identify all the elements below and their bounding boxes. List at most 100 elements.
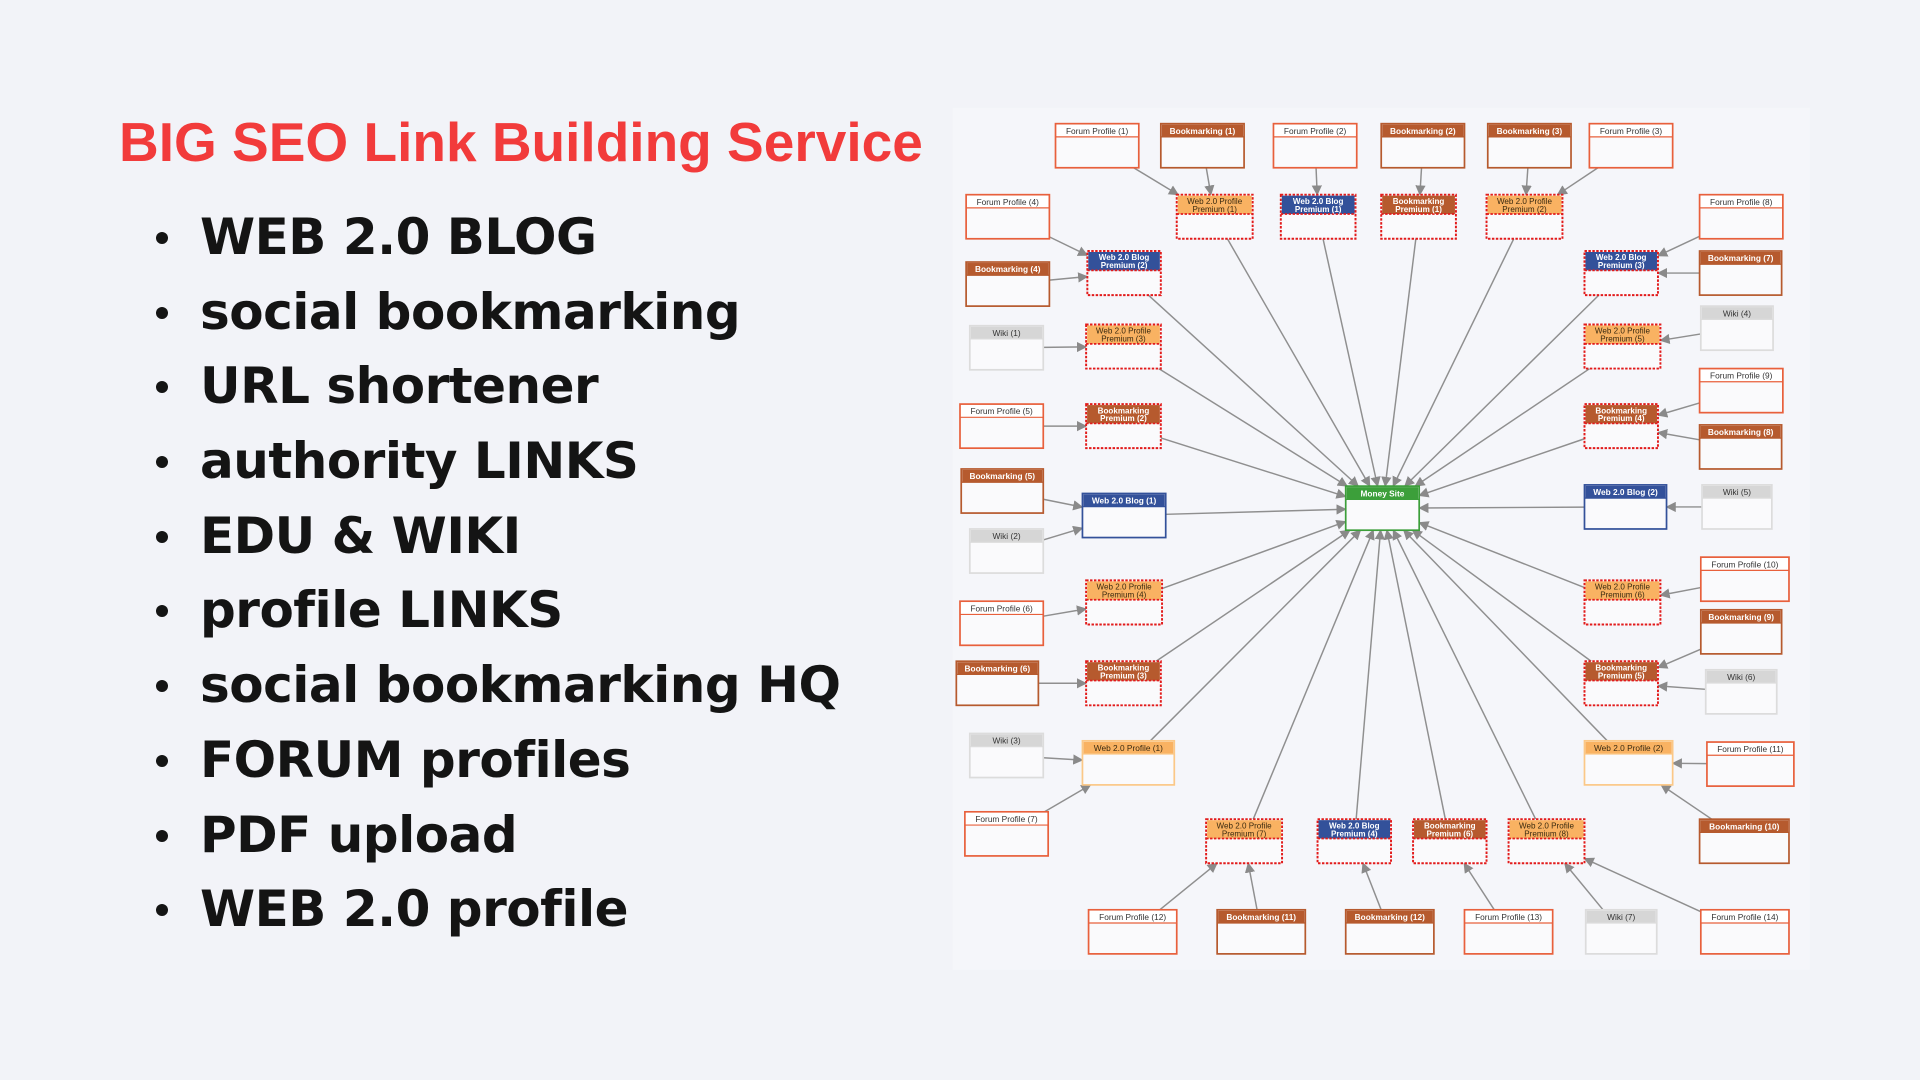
node-label: Web 2.0 Profile — [1096, 327, 1152, 336]
link-arrow-w2pp4-to-money — [1161, 519, 1347, 590]
node-label: Bookmarking (2) — [1390, 126, 1456, 136]
node-label: Premium (5) — [1600, 335, 1645, 344]
feature-item: PDF upload — [150, 798, 840, 873]
link-arrow-wiki4-to-w2pp5 — [1659, 333, 1701, 345]
link-arrow-fp6-to-w2pp4 — [1043, 605, 1088, 617]
node-fp10: Forum Profile (10) — [1699, 556, 1790, 603]
node-label: Web 2.0 Profile (1) — [1094, 743, 1163, 753]
page-title: BIG SEO Link Building Service — [119, 111, 923, 173]
node-bm5: Bookmarking (5) — [960, 468, 1045, 514]
link-arrow-w2pp1-to-money — [1226, 238, 1371, 488]
bullet-icon — [156, 605, 168, 618]
feature-label: FORUM profiles — [200, 730, 631, 789]
feature-label: WEB 2.0 BLOG — [200, 208, 597, 266]
link-arrow-wiki7-to-w2pp8 — [1564, 862, 1604, 911]
bullet-icon — [156, 381, 168, 394]
node-label: Premium (3) — [1101, 335, 1146, 344]
node-label: Premium (2) — [1502, 205, 1547, 214]
node-label: Forum Profile (11) — [1717, 744, 1784, 754]
link-arrow-bmp5-to-money — [1411, 529, 1592, 662]
bullet-icon — [156, 829, 168, 842]
link-arrow-bm9-to-bmp5 — [1657, 648, 1702, 669]
node-label: Wiki (2) — [992, 531, 1020, 541]
node-label: Wiki (6) — [1727, 672, 1755, 682]
link-arrow-w2b2-to-money — [1418, 502, 1585, 514]
node-bm11: Bookmarking (11) — [1216, 908, 1307, 955]
feature-item: URL shortener — [150, 349, 840, 424]
node-label: Forum Profile (5) — [970, 406, 1033, 416]
node-label: Bookmarking — [1595, 406, 1647, 415]
node-money: Money Site — [1344, 485, 1421, 532]
node-label: Web 2.0 Profile — [1595, 583, 1651, 592]
node-label: Bookmarking — [1098, 663, 1150, 672]
link-arrow-fp8-to-w2bp3 — [1657, 235, 1700, 257]
link-arrow-w2pp3-to-money — [1158, 367, 1349, 487]
link-arrow-bm4-to-w2bp2 — [1049, 272, 1089, 283]
link-arrow-bmp6-to-money — [1383, 529, 1447, 820]
link-arrow-fp10-to-w2pp6 — [1659, 586, 1701, 599]
feature-label: WEB 2.0 profile — [200, 880, 629, 939]
node-label: Web 2.0 Blog — [1596, 253, 1647, 262]
node-label: Web 2.0 Profile — [1595, 327, 1651, 336]
bullet-icon — [156, 680, 168, 693]
node-bm3: Bookmarking (3) — [1486, 122, 1572, 169]
node-fp12: Forum Profile (12) — [1087, 908, 1178, 955]
node-label: Wiki (3) — [992, 736, 1020, 746]
node-label: Wiki (4) — [1723, 308, 1751, 318]
node-label: Web 2.0 Profile — [1097, 583, 1153, 592]
node-label: Forum Profile (10) — [1711, 559, 1778, 569]
node-bm1: Bookmarking (1) — [1159, 122, 1245, 169]
node-label: Bookmarking (6) — [965, 663, 1031, 673]
node-label: Forum Profile (7) — [975, 814, 1038, 824]
link-arrow-fp3-to-w2pp2 — [1556, 167, 1599, 196]
link-arrow-fp1-to-w2pp1 — [1133, 167, 1180, 196]
node-label: Bookmarking (7) — [1708, 253, 1774, 263]
link-arrow-bm12-to-w2bp4 — [1361, 862, 1382, 911]
bullet-icon — [156, 232, 168, 244]
link-arrow-wiki6-to-bmp5 — [1656, 681, 1706, 692]
link-arrow-w2pp8-to-money — [1392, 529, 1537, 820]
feature-item: social bookmarking — [150, 275, 840, 350]
node-label: Bookmarking — [1098, 406, 1150, 415]
link-arrow-w2p2-to-money — [1403, 529, 1608, 742]
link-arrow-w2pp6-to-money — [1418, 521, 1585, 589]
node-wiki3: Wiki (3) — [968, 732, 1045, 779]
link-arrow-bmp3-to-money — [1155, 529, 1351, 662]
link-arrow-fp2-to-w2bp1 — [1311, 167, 1322, 196]
node-label: Premium (1) — [1395, 205, 1442, 214]
node-label: Web 2.0 Blog — [1329, 821, 1380, 830]
node-bm8: Bookmarking (8) — [1698, 424, 1783, 470]
feature-item: authority LINKS — [150, 424, 840, 499]
feature-label: social bookmarking — [200, 282, 741, 341]
feature-label: URL shortener — [200, 357, 599, 416]
node-label: Premium (4) — [1331, 829, 1378, 838]
node-label: Web 2.0 Profile (2) — [1594, 743, 1663, 753]
node-label: Forum Profile (4) — [977, 197, 1040, 207]
node-fp3: Forum Profile (3) — [1588, 122, 1674, 169]
node-label: Premium (4) — [1598, 414, 1645, 423]
bullet-icon — [156, 754, 168, 767]
feature-label: authority LINKS — [200, 432, 639, 491]
node-label: Premium (6) — [1426, 829, 1473, 838]
link-arrow-w2pp5-to-money — [1414, 367, 1591, 487]
node-label: Premium (6) — [1600, 591, 1645, 600]
link-arrow-w2pp7-to-money — [1252, 529, 1375, 820]
node-fp14: Forum Profile (14) — [1699, 908, 1790, 955]
node-bm9: Bookmarking (9) — [1699, 608, 1783, 655]
link-arrow-fp4-to-w2bp2 — [1049, 236, 1089, 256]
node-label: Premium (7) — [1222, 829, 1267, 838]
feature-item: WEB 2.0 profile — [150, 872, 840, 947]
feature-item: EDU & WIKI — [150, 499, 840, 574]
node-wiki1: Wiki (1) — [968, 324, 1045, 371]
node-w2b2: Web 2.0 Blog (2) — [1583, 484, 1668, 530]
